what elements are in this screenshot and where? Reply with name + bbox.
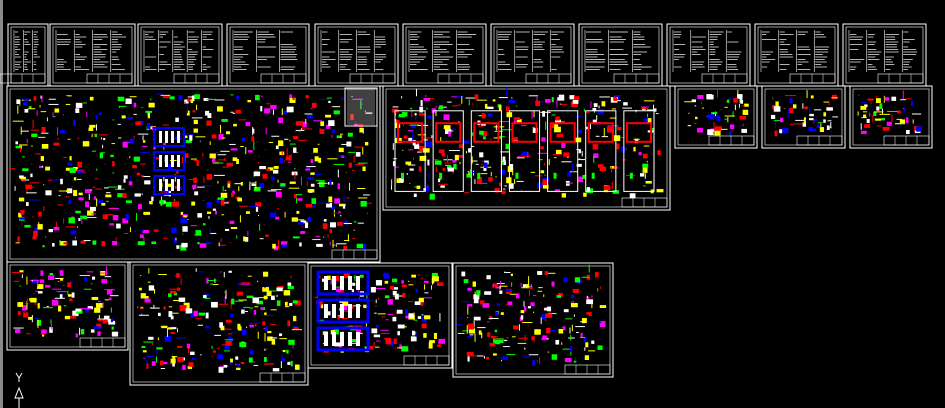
title-block: [0, 73, 46, 84]
bottom-sheet-2[interactable]: [129, 261, 309, 386]
drawing-content: [13, 30, 40, 72]
filter-unit: [153, 127, 185, 147]
filter-unit: [153, 175, 185, 195]
title-block: [349, 73, 396, 84]
table-sheet-7[interactable]: [490, 23, 575, 87]
title-block: [79, 337, 126, 348]
drawing-content: [456, 264, 607, 366]
detail-sheet-3[interactable]: [849, 85, 933, 149]
bottom-sheet-1[interactable]: [6, 261, 129, 351]
title-block: [796, 135, 843, 146]
legend-table: [344, 87, 378, 127]
drawing-content: [857, 90, 922, 135]
title-block: [701, 73, 748, 84]
title-block: [708, 135, 755, 146]
sheet-inner-frame: [385, 88, 668, 208]
drawing-content: [143, 30, 214, 72]
table-sheet-5[interactable]: [314, 23, 399, 87]
main-scheme-sheet[interactable]: [6, 85, 381, 263]
sheet-inner-frame: [9, 264, 126, 348]
drawing-content: [848, 30, 918, 72]
title-block: [259, 372, 306, 383]
drawing-content: [770, 90, 839, 137]
filter-unit: [316, 326, 370, 352]
sheet-inner-frame: [310, 265, 450, 366]
title-block: [331, 249, 378, 260]
drawing-content: [10, 93, 373, 251]
drawing-content: [232, 30, 298, 72]
sheet-border: [849, 85, 933, 149]
bottom-sheet-4[interactable]: [452, 262, 614, 378]
detail-sheet-1[interactable]: [674, 85, 758, 149]
drawing-content: [320, 30, 387, 72]
drawing-content: [11, 266, 119, 338]
sheet-inner-frame: [132, 264, 306, 383]
drawing-content: [684, 89, 749, 136]
title-block: [621, 197, 668, 208]
viewport-left-edge: [0, 0, 3, 408]
table-sheet-6[interactable]: [402, 23, 487, 87]
title-block: [883, 135, 930, 146]
drawing-content: [760, 30, 830, 72]
filter-unit: [316, 270, 370, 296]
table-sheet-3[interactable]: [137, 23, 223, 87]
table-sheet-10[interactable]: [754, 23, 839, 87]
title-block: [437, 73, 484, 84]
title-block: [613, 73, 660, 84]
sheet-border: [452, 262, 614, 378]
title-block: [403, 355, 450, 366]
title-block: [525, 73, 572, 84]
title-block: [877, 73, 924, 84]
sheet-border: [307, 262, 453, 369]
sheet-inner-frame: [455, 265, 611, 375]
table-sheet-8[interactable]: [578, 23, 663, 87]
title-block: [564, 364, 611, 375]
drawing-content: [496, 30, 565, 72]
sheet-border: [6, 261, 129, 351]
sheet-border: [761, 85, 846, 149]
detail-sheet-2[interactable]: [761, 85, 846, 149]
title-block: [173, 73, 220, 84]
sheet-inner-frame: [9, 88, 378, 260]
drawing-content: [55, 30, 127, 72]
filter-unit: [316, 298, 370, 324]
table-sheet-9[interactable]: [666, 23, 751, 87]
title-block: [789, 73, 836, 84]
drawing-content: [672, 30, 742, 72]
table-sheet-1[interactable]: [0, 23, 49, 87]
unit-cells-sheet[interactable]: [382, 85, 671, 211]
title-block: [86, 73, 133, 84]
title-block: [260, 73, 307, 84]
drawing-content: [137, 268, 302, 373]
filter-unit: [153, 151, 185, 171]
drawing-content: [391, 88, 664, 200]
drawing-content: [408, 30, 477, 72]
drawing-content: [584, 30, 652, 72]
sheet-border: [382, 85, 671, 211]
sheet-border: [674, 85, 758, 149]
